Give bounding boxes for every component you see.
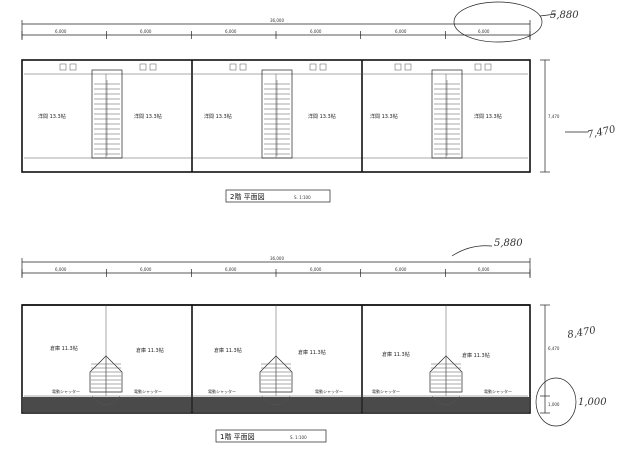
second-floor-plan: 36,000 6,000 6,000 6,000 6,000 6,000 6,0… — [21, 18, 560, 203]
staircase — [431, 69, 463, 159]
bay-dimension: 6,000 — [310, 29, 322, 34]
room-label: 倉庫 11.3帖 — [214, 347, 242, 354]
bay-dimension: 6,000 — [140, 267, 152, 272]
handwritten-dimension: 5,880 — [550, 10, 579, 21]
hand-drawn-arc — [451, 245, 493, 257]
bay-dimension: 6,000 — [225, 29, 237, 34]
handwritten-dimension: 7,470 — [586, 124, 617, 141]
depth-dimension: 6,470 — [548, 346, 560, 351]
bay-dimension: 6,000 — [225, 267, 237, 272]
room-label: 洋間 13.3帖 — [134, 113, 162, 120]
room-label: 洋間 13.3帖 — [474, 113, 502, 120]
depth-dimension: 1,000 — [548, 402, 560, 407]
first-floor-plan: 36,000 6,000 6,000 6,000 6,000 6,000 6,0… — [21, 256, 560, 443]
room-label: 倉庫 11.3帖 — [382, 351, 410, 358]
bay-dimension: 6,000 — [310, 267, 322, 272]
depth-dimension: 7,470 — [548, 114, 560, 119]
overall-dimension: 36,000 — [270, 18, 284, 23]
shutter-label: 電動シャッター — [208, 388, 236, 394]
hatched-apron — [23, 397, 529, 412]
bay-dimension: 6,000 — [395, 267, 407, 272]
staircase — [91, 69, 123, 159]
overall-dimension: 36,000 — [270, 256, 284, 261]
room-label: 倉庫 11.3帖 — [50, 345, 78, 352]
handwritten-dimension: 1,000 — [578, 397, 607, 408]
plan-caption: 2階 平面図 — [230, 192, 265, 201]
shutter-label: 電動シャッター — [372, 388, 400, 394]
bay-dimension: 6,000 — [395, 29, 407, 34]
bay-dimension: 6,000 — [478, 267, 490, 272]
room-label: 洋間 13.3帖 — [204, 113, 232, 120]
bay-dimension: 6,000 — [55, 267, 67, 272]
staircase — [429, 355, 463, 406]
room-label: 倉庫 11.3帖 — [136, 347, 164, 354]
room-label: 洋間 13.3帖 — [38, 113, 66, 120]
staircase — [259, 355, 293, 406]
shutter-label: 電動シャッター — [52, 388, 80, 394]
handwritten-dimension: 5,880 — [494, 238, 523, 249]
plumbing-fixtures — [59, 63, 492, 71]
room-label: 倉庫 11.3帖 — [298, 349, 326, 356]
handwritten-dimension: 8,470 — [567, 325, 598, 341]
shutter-label: 電動シャッター — [315, 388, 343, 394]
room-label: 洋間 13.3帖 — [308, 113, 336, 120]
plan-caption: 1階 平面図 — [220, 432, 255, 441]
room-label: 倉庫 11.3帖 — [462, 352, 490, 359]
room-label: 洋間 13.3帖 — [370, 113, 398, 120]
bay-dimension: 6,000 — [140, 29, 152, 34]
plan-scale: S. 1:100 — [290, 435, 307, 440]
plan-scale: S. 1:100 — [294, 195, 311, 200]
shutter-label: 電動シャッター — [484, 388, 512, 394]
staircase — [89, 355, 123, 406]
staircase — [261, 69, 293, 159]
shutter-label: 電動シャッター — [134, 388, 162, 394]
hand-drawn-circle — [535, 377, 577, 427]
hand-drawn-circle — [453, 1, 543, 43]
bay-dimension: 6,000 — [478, 29, 490, 34]
bay-dimension: 6,000 — [55, 29, 67, 34]
